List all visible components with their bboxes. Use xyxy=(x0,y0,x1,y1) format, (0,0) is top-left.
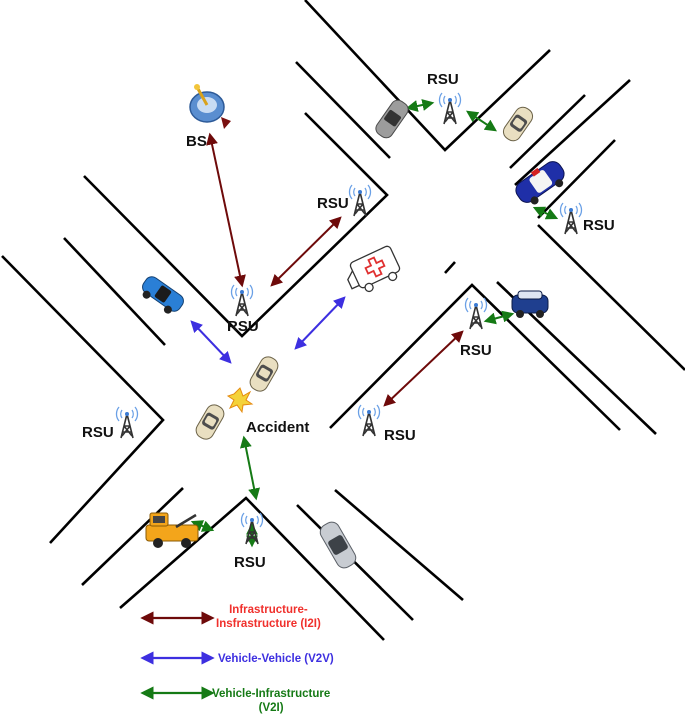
v2v-arrow xyxy=(190,320,232,364)
legend-v2v-line1: Vehicle-Vehicle (V2V) xyxy=(218,653,334,665)
road-edge xyxy=(296,504,414,621)
car-icon xyxy=(499,103,537,145)
rsu-tower-icon xyxy=(438,92,462,125)
road-edge xyxy=(295,61,391,159)
i2i-arrow xyxy=(270,216,342,287)
v2i-arrow xyxy=(466,110,497,132)
legend-v2i-line1: Vehicle-Infrastructure xyxy=(212,688,331,700)
road-edge xyxy=(444,261,456,274)
accident-label: Accident xyxy=(246,419,310,436)
road-edge xyxy=(514,79,631,186)
road-edge xyxy=(1,255,165,544)
rsu-label: RSU xyxy=(427,71,459,88)
v2i-arrow xyxy=(483,310,515,325)
rsu-label: RSU xyxy=(82,424,114,441)
road-edge xyxy=(63,237,166,346)
rsu-label: RSU xyxy=(234,554,266,571)
rsu-tower-icon xyxy=(348,184,372,217)
car-icon xyxy=(142,276,184,314)
rsu-tower-icon xyxy=(115,406,139,439)
base-station-icon xyxy=(189,84,231,129)
rsu-label: RSU xyxy=(384,427,416,444)
road-edge xyxy=(537,224,685,371)
rsu-label: RSU xyxy=(317,195,349,212)
car-icon xyxy=(375,99,409,139)
rsu-label: RSU xyxy=(460,342,492,359)
bs-label: BS xyxy=(186,133,207,150)
car-icon xyxy=(319,521,357,569)
legend-v2i-text: Vehicle-Infrastructure (V2I) xyxy=(212,687,330,716)
police-car-icon xyxy=(515,161,565,205)
road-edge xyxy=(329,283,621,431)
road-edge xyxy=(83,112,389,338)
legend-v2i-line2: (V2I) xyxy=(258,702,284,715)
rsu-tower-icon xyxy=(230,284,254,317)
v2v-arrow xyxy=(294,296,346,350)
rsu-tower-icon xyxy=(464,297,488,330)
road-edge xyxy=(509,94,586,169)
v2i-arrow xyxy=(190,520,215,532)
i2i-arrow xyxy=(206,132,246,288)
v2i-arrow xyxy=(239,435,261,501)
road-edge xyxy=(537,139,616,219)
legend-v2v-text: Vehicle-Vehicle (V2V) xyxy=(218,652,334,666)
links xyxy=(190,99,559,548)
rsu-label: RSU xyxy=(583,217,615,234)
ambulance-icon xyxy=(347,245,401,293)
rsu-tower-icon xyxy=(559,202,583,235)
legend-i2i-line1: Infrastructure- xyxy=(229,604,308,616)
rsu-tower-icon xyxy=(357,404,381,437)
tow-truck-icon xyxy=(145,512,199,548)
legend-i2i-line2: Insfrastructure (I2I) xyxy=(216,618,321,631)
road-edge xyxy=(81,487,184,586)
rsu-label: RSU xyxy=(227,318,259,335)
crash-icon xyxy=(192,353,282,443)
mini-car-icon xyxy=(511,290,549,318)
legend-arrows xyxy=(140,611,215,700)
i2i-arrow xyxy=(383,330,464,407)
v2i-arrow xyxy=(405,99,435,112)
road-edge xyxy=(334,489,464,601)
v2i-arrow xyxy=(532,206,559,220)
road-edge xyxy=(304,0,551,152)
legend-i2i-text: Infrastructure- Insfrastructure (I2I) xyxy=(216,603,321,632)
